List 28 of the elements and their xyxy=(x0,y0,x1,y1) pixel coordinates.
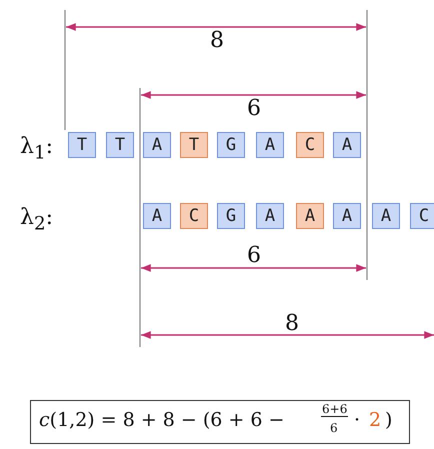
nucleotide-cell: C xyxy=(410,203,434,229)
nucleotide-cell: T xyxy=(106,132,134,158)
formula-text: ) xyxy=(385,409,392,431)
nucleotide-cell: A xyxy=(372,203,400,229)
highlighted-number: 2 xyxy=(369,409,382,431)
formula-text: · xyxy=(354,409,360,431)
formula-text: c(1,2) = 8 + 8 − (6 + 6 − xyxy=(39,409,284,431)
dimension-label: 8 xyxy=(285,311,299,336)
nucleotide-cell: A xyxy=(143,132,171,158)
dimension-label: 8 xyxy=(210,28,224,53)
nucleotide-cell: A xyxy=(143,203,171,229)
nucleotide-cell: C xyxy=(296,132,324,158)
fraction-denominator: 6 xyxy=(330,421,338,435)
nucleotide-cell: A xyxy=(256,132,284,158)
nucleotide-cell: A xyxy=(256,203,284,229)
nucleotide-cell: G xyxy=(217,203,245,229)
dimension-label: 6 xyxy=(247,96,261,121)
seq-label: λ$_{1}$: xyxy=(20,134,54,164)
nucleotide-cell: A xyxy=(333,203,361,229)
dimension-label: 6 xyxy=(247,243,261,268)
nucleotide-cell: T xyxy=(180,132,208,158)
nucleotide-cell: T xyxy=(68,132,96,158)
seq-label: λ$_{2}$: xyxy=(20,205,54,234)
nucleotide-cell: A xyxy=(296,203,324,229)
nucleotide-cell: G xyxy=(217,132,245,158)
nucleotide-cell: C xyxy=(180,203,208,229)
nucleotide-cell: A xyxy=(333,132,361,158)
fraction-numerator: 6+6 xyxy=(321,402,348,417)
